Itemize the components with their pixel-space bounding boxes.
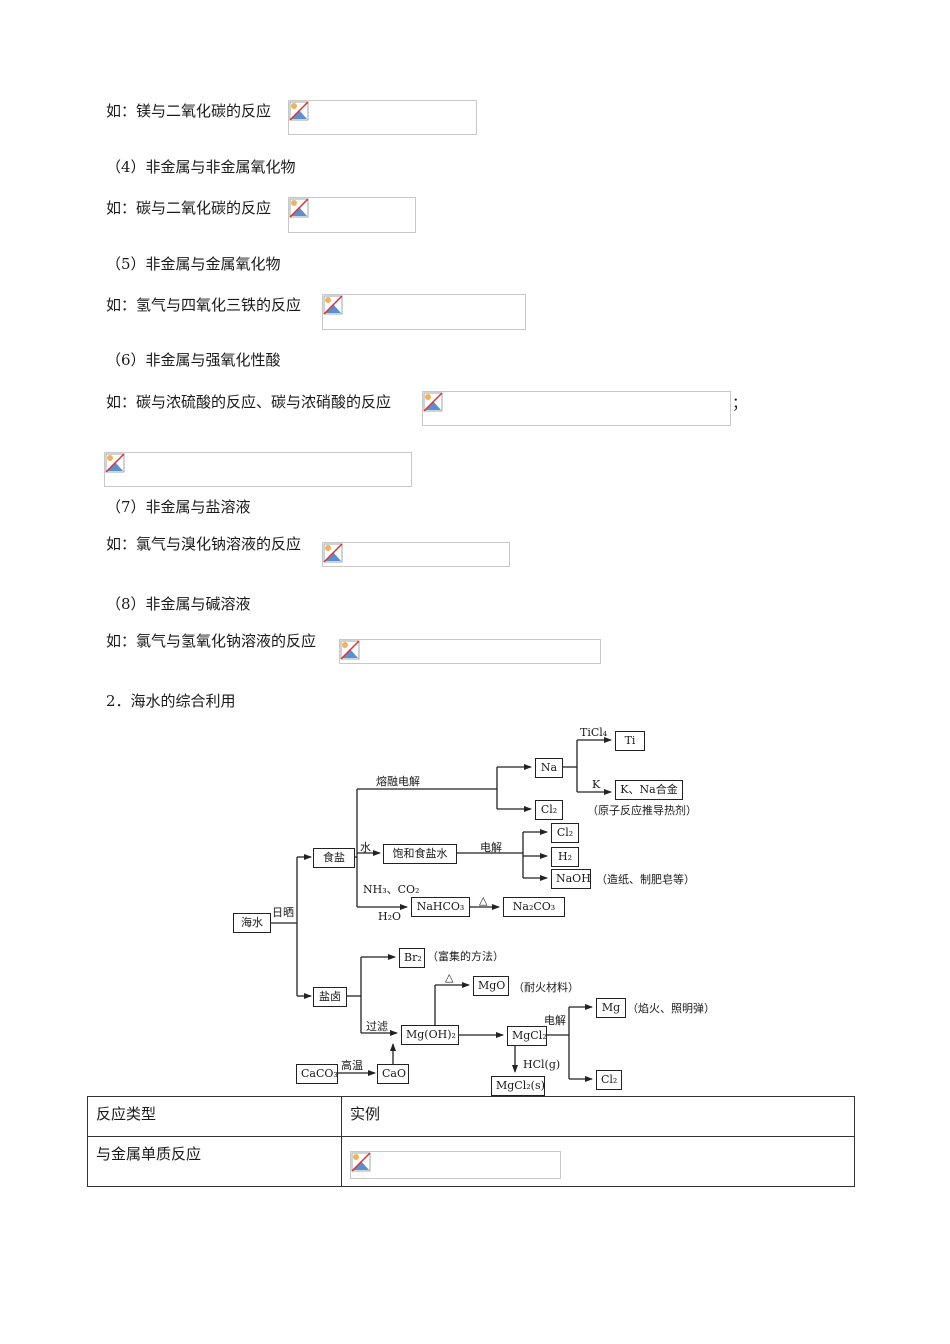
node-k-na-alloy: K、Na合金 xyxy=(615,780,683,800)
formula-image-placeholder xyxy=(422,391,731,426)
label-k: K xyxy=(592,778,601,791)
diagram-connectors xyxy=(271,737,612,1082)
node-mg: Mg xyxy=(596,998,626,1018)
label-br2-use: （富集的方法） xyxy=(427,950,504,963)
broken-image-icon xyxy=(289,198,309,218)
formula-image-placeholder xyxy=(350,1151,561,1179)
reaction-table: 反应类型 实例 与金属单质反应 xyxy=(87,1096,855,1187)
section-7-heading: （7）非金属与盐溶液 xyxy=(106,498,251,516)
node-na2co3: Na₂CO₃ xyxy=(503,897,565,917)
broken-image-icon xyxy=(323,543,343,563)
section-8-heading: （8）非金属与碱溶液 xyxy=(106,595,251,613)
broken-image-icon xyxy=(105,453,125,473)
node-naoh: NaOH xyxy=(551,869,591,889)
label-h2o: H₂O xyxy=(378,910,402,923)
label-mgo-use: （耐火材料） xyxy=(513,981,579,994)
node-mgcl2: MgCl₂ xyxy=(507,1026,547,1046)
section-2-heading: 2．海水的综合利用 xyxy=(106,692,236,710)
label-high-temp: 高温 xyxy=(341,1059,363,1072)
semicolon: ； xyxy=(732,394,748,412)
label-water: 水 xyxy=(360,841,371,854)
example-h2-fe3o4: 如：氢气与四氧化三铁的反应 xyxy=(106,296,302,314)
node-nahco3: NaHCO₃ xyxy=(411,897,470,917)
example-c-acids: 如：碳与浓硫酸的反应、碳与浓硝酸的反应 xyxy=(106,393,392,411)
label-nh3-co2: NH₃、CO₂ xyxy=(363,883,420,896)
broken-image-icon xyxy=(340,640,360,660)
example-cl2-naoh: 如：氯气与氢氧化钠溶液的反应 xyxy=(106,632,317,650)
label-nuclear-use: （原子反应推导热剂） xyxy=(587,804,697,817)
node-cl2-mg: Cl₂ xyxy=(596,1070,622,1090)
node-h2: H₂ xyxy=(551,847,579,867)
example-mg-co2: 如：镁与二氧化碳的反应 xyxy=(106,102,272,120)
node-cl2-elec: Cl₂ xyxy=(551,823,579,843)
node-br2: Br₂ xyxy=(399,948,425,968)
broken-image-icon xyxy=(423,392,443,412)
table-header-type: 反应类型 xyxy=(87,1096,342,1137)
node-saturated-brine: 饱和食盐水 xyxy=(383,844,457,864)
node-mgcl2-solid: MgCl₂(s) xyxy=(491,1076,545,1096)
label-filter: 过滤 xyxy=(366,1020,388,1033)
formula-image-placeholder xyxy=(288,100,477,135)
seawater-utilization-diagram: 海水 食盐 盐卤 Na Ti K、Na合金 Cl₂ 饱和食盐水 Cl₂ H₂ N… xyxy=(225,722,735,1096)
table-row: 与金属单质反应 xyxy=(87,1136,855,1187)
node-ti: Ti xyxy=(615,731,645,751)
node-salt: 食盐 xyxy=(313,848,355,868)
table-header-row: 反应类型 实例 xyxy=(87,1096,855,1137)
table-cell-example xyxy=(341,1136,855,1187)
label-electrolysis-2: 电解 xyxy=(544,1014,566,1027)
table-header-example: 实例 xyxy=(341,1096,855,1137)
label-mg-use: （焰火、照明弹） xyxy=(627,1002,715,1015)
node-mgo: MgO xyxy=(473,976,509,996)
section-4-heading: （4）非金属与非金属氧化物 xyxy=(106,158,296,176)
broken-image-icon xyxy=(351,1152,371,1172)
formula-image-placeholder xyxy=(339,639,601,664)
example-cl2-nabr: 如：氯气与溴化钠溶液的反应 xyxy=(106,535,302,553)
node-brine: 盐卤 xyxy=(313,987,347,1007)
node-caco3: CaCO₃ xyxy=(296,1064,338,1084)
node-cl2-melt: Cl₂ xyxy=(535,800,563,820)
label-hcl-gas: HCl(g) xyxy=(523,1058,561,1071)
node-cao: CaO xyxy=(377,1064,409,1084)
label-melt-electrolysis: 熔融电解 xyxy=(376,775,420,788)
section-5-heading: （5）非金属与金属氧化物 xyxy=(106,255,281,273)
broken-image-icon xyxy=(289,101,309,121)
label-heat-1: △ xyxy=(479,894,488,907)
label-sun-drying: 日晒 xyxy=(272,906,294,919)
node-na: Na xyxy=(535,758,563,778)
label-heat-2: △ xyxy=(445,971,454,984)
label-naoh-use: （造纸、制肥皂等） xyxy=(596,873,695,886)
formula-image-placeholder xyxy=(322,542,510,567)
node-mgoh2: Mg(OH)₂ xyxy=(401,1025,459,1045)
formula-image-placeholder xyxy=(288,197,416,233)
formula-image-placeholder xyxy=(104,452,412,487)
label-ticl4: TiCl₄ xyxy=(580,726,608,739)
section-6-heading: （6）非金属与强氧化性酸 xyxy=(106,351,281,369)
example-c-co2: 如：碳与二氧化碳的反应 xyxy=(106,199,272,217)
broken-image-icon xyxy=(323,295,343,315)
node-seawater: 海水 xyxy=(233,913,271,933)
formula-image-placeholder xyxy=(322,294,526,330)
label-electrolysis-1: 电解 xyxy=(480,841,502,854)
table-cell-type: 与金属单质反应 xyxy=(87,1136,342,1187)
